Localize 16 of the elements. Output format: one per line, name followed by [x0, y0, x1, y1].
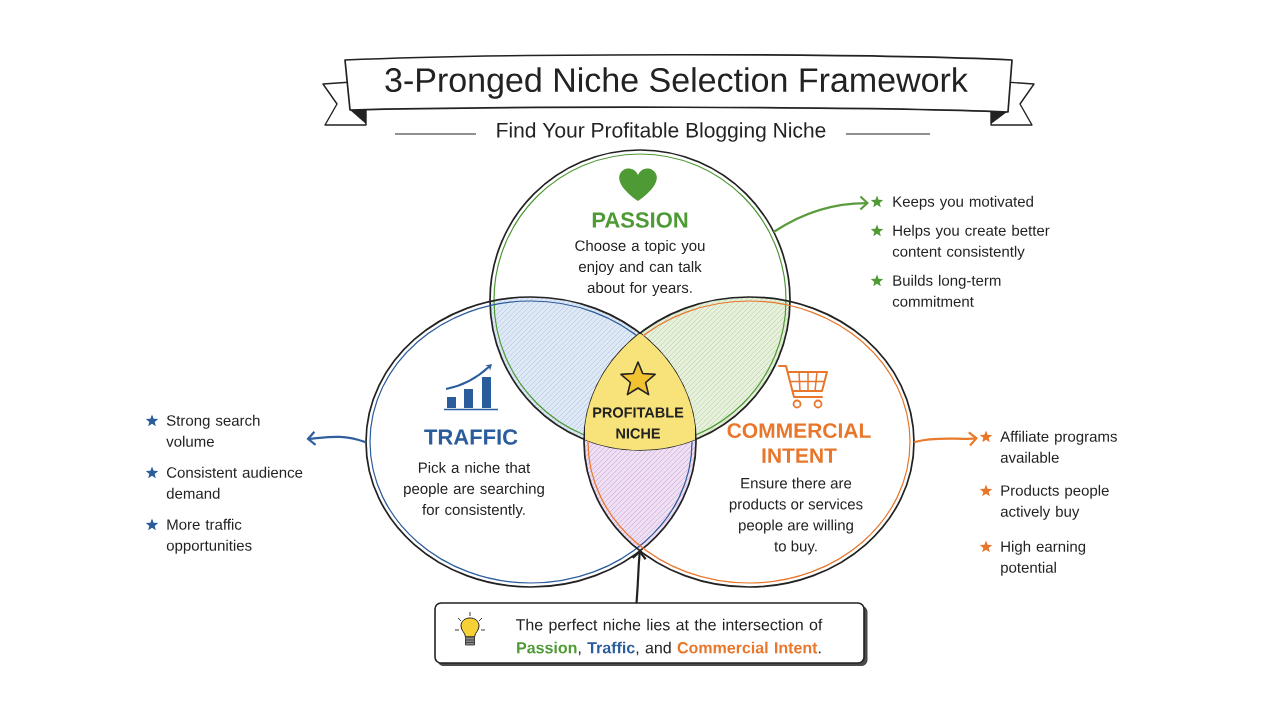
- bullet-text: More traffic opportunities: [166, 518, 252, 554]
- body-text: Ensure there are products or services people are willing to buy.: [729, 477, 863, 555]
- bullet-text: Helps you create better content consistently: [892, 224, 1050, 260]
- heading: TRAFFIC: [424, 429, 518, 445]
- bullet-text: Strong search volume: [166, 414, 260, 447]
- bullet-text: Keeps you motivated: [893, 195, 1033, 210]
- heading: COMMERCIAL INTENT: [727, 423, 871, 463]
- bullet-text: Builds long-term commitment: [892, 274, 1001, 307]
- bullet-text: High earning potential: [1001, 540, 1086, 576]
- bullet-text: Products people actively buy: [1000, 484, 1109, 520]
- bullet-text: Consistent audience demand: [166, 466, 303, 499]
- bullet-text: Affiliate programs available: [1000, 430, 1117, 463]
- heading: PASSION: [592, 212, 688, 228]
- body-text: Pick a niche that people are searching for consistently.: [404, 462, 544, 518]
- callout-box: The perfect niche lies at the intersection of Passion, Traffic, and Commercial Intent.: [434, 602, 868, 666]
- body-text: Choose a topic you enjoy and can talk about for years.: [575, 240, 705, 296]
